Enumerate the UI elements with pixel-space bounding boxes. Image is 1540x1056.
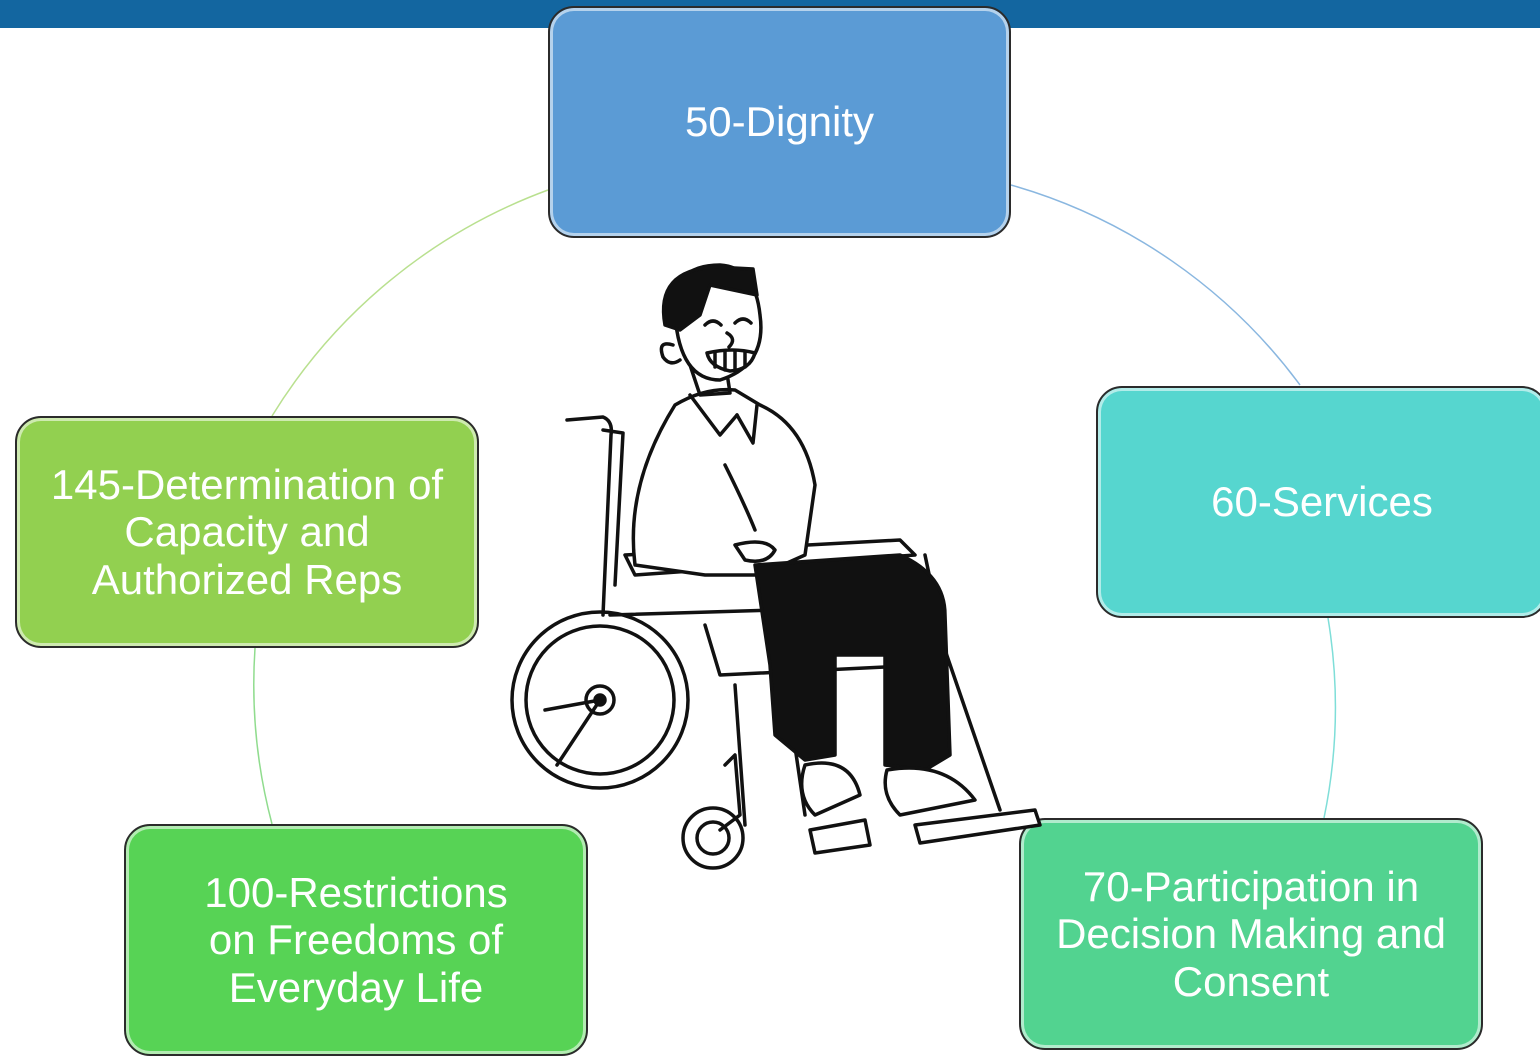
wheelchair-wheel: [510, 610, 690, 790]
node-participation-label: 70-Participation in Decision Making and …: [1056, 863, 1446, 1005]
arc-restrictions-capacity: [253, 647, 273, 825]
person-in-wheelchair-illustration: [510, 263, 1042, 870]
shirt: [631, 387, 817, 577]
hair: [661, 265, 759, 332]
wheelchair-caster: [681, 806, 745, 870]
node-dignity[interactable]: 50-Dignity: [548, 6, 1011, 238]
node-capacity-label: 145-Determination of Capacity and Author…: [50, 461, 444, 603]
arc-capacity-dignity: [271, 189, 549, 417]
node-restrictions-label: 100-Restrictions on Freedoms of Everyday…: [204, 869, 508, 1011]
node-services[interactable]: 60-Services: [1096, 386, 1540, 618]
node-participation[interactable]: 70-Participation in Decision Making and …: [1019, 818, 1483, 1050]
node-dignity-label: 50-Dignity: [684, 98, 875, 145]
node-services-label: 60-Services: [1211, 478, 1433, 526]
node-restrictions[interactable]: 100-Restrictions on Freedoms of Everyday…: [124, 824, 588, 1056]
arc-dignity-services: [1010, 184, 1301, 386]
arc-services-participation: [1323, 617, 1337, 819]
node-capacity[interactable]: 145-Determination of Capacity and Author…: [15, 416, 479, 648]
shoes: [799, 761, 862, 817]
trousers: [753, 553, 952, 772]
